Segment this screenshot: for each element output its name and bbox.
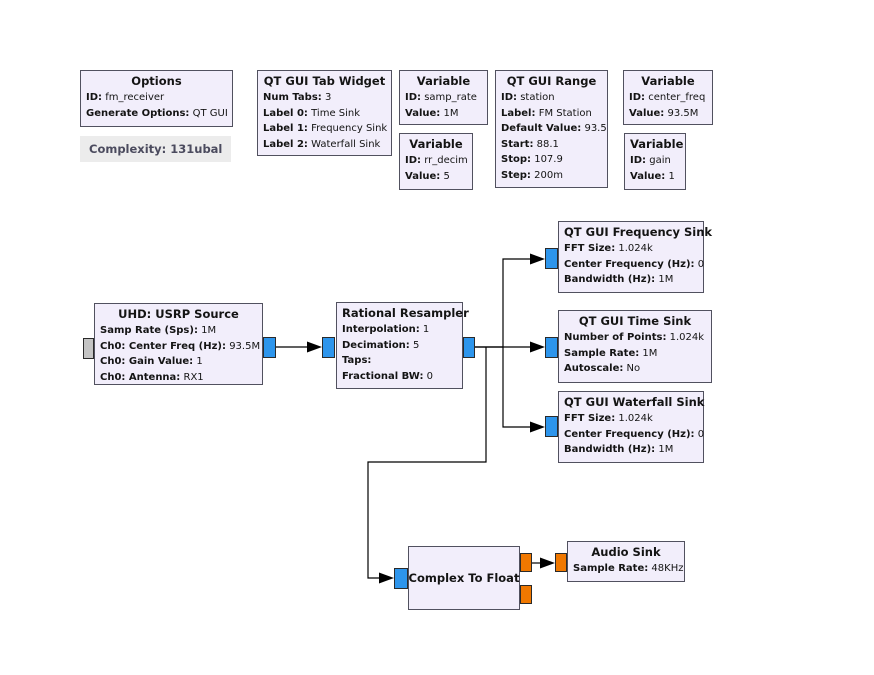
block-title: Variable [416, 74, 471, 88]
param-row: Ch0: Center Freq (Hz): 93.5M [100, 340, 261, 352]
usrp-output-port[interactable] [263, 337, 276, 358]
param-row: Samp Rate (Sps): 1M [100, 325, 217, 336]
param-row: Value: 93.5M [629, 107, 699, 119]
param-row: ID: rr_decim [405, 155, 468, 166]
param-row: FFT Size: 1.024k [564, 243, 653, 254]
wire-usrp-to-resampler[interactable] [276, 341, 322, 353]
param-row: Fractional BW: 0 [342, 370, 434, 382]
wire-resampler-to-time-sink[interactable] [475, 341, 545, 353]
block-title: Options [131, 74, 182, 88]
block-title: Variable [630, 137, 684, 151]
param-row: ID: fm_receiver [86, 92, 165, 103]
block-title: QT GUI Range [506, 74, 597, 88]
param-row: Label 2: Waterfall Sink [263, 138, 381, 150]
block-title: Variable [641, 74, 695, 88]
block-title: QT GUI Frequency Sink [564, 225, 713, 239]
block-title: Variable [409, 137, 463, 151]
param-row: Label 1: Frequency Sink [263, 123, 388, 134]
block-variable-rr-decim[interactable]: Variable ID: rr_decim Value: 5 [399, 133, 473, 190]
param-row: Center Frequency (Hz): 0 [564, 428, 705, 440]
param-row: Center Frequency (Hz): 0 [564, 258, 705, 270]
audio-sink-input-port[interactable] [555, 553, 567, 572]
param-row: Sample Rate: 1M [564, 347, 658, 359]
block-complex-to-float[interactable]: Complex To Float [408, 546, 520, 610]
resampler-output-port[interactable] [463, 337, 475, 358]
param-row: Label: FM Station [501, 107, 592, 119]
block-qt-gui-tab-widget[interactable]: QT GUI Tab Widget Num Tabs: 3 Label 0: T… [257, 70, 392, 156]
param-row: Number of Points: 1.024k [564, 332, 705, 343]
wire-resampler-to-frequency-sink[interactable] [475, 253, 545, 348]
complex-to-float-output-port-0[interactable] [520, 553, 532, 572]
param-row: Bandwidth (Hz): 1M [564, 274, 674, 285]
block-variable-gain[interactable]: Variable ID: gain Value: 1 [624, 133, 686, 190]
param-row: Start: 88.1 [501, 138, 559, 150]
param-row: Num Tabs: 3 [263, 92, 332, 103]
wire-complex-to-float-to-audio-sink[interactable] [532, 557, 555, 569]
param-row: Label 0: Time Sink [263, 107, 361, 119]
param-row: ID: samp_rate [405, 92, 477, 103]
param-row: ID: station [501, 92, 555, 103]
param-row: Taps: [342, 355, 372, 366]
param-row: Stop: 107.9 [501, 154, 563, 165]
wire-resampler-to-waterfall-sink[interactable] [502, 347, 545, 433]
block-title: Audio Sink [591, 545, 661, 559]
block-uhd-usrp-source[interactable]: UHD: USRP Source Samp Rate (Sps): 1M Ch0… [94, 303, 263, 385]
block-title: QT GUI Tab Widget [263, 74, 386, 88]
frequency-sink-input-port[interactable] [545, 248, 558, 269]
block-qt-gui-waterfall-sink[interactable]: QT GUI Waterfall Sink FFT Size: 1.024k C… [558, 391, 704, 463]
waterfall-sink-input-port[interactable] [545, 416, 558, 437]
param-row: Decimation: 5 [342, 339, 420, 351]
block-options[interactable]: Options ID: fm_receiver Generate Options… [80, 70, 233, 127]
block-qt-gui-range[interactable]: QT GUI Range ID: station Label: FM Stati… [495, 70, 608, 188]
block-title: Complex To Float [408, 571, 520, 585]
param-row: Value: 1M [405, 107, 459, 119]
param-row: FFT Size: 1.024k [564, 413, 653, 424]
complex-to-float-input-port[interactable] [394, 568, 408, 589]
block-qt-gui-frequency-sink[interactable]: QT GUI Frequency Sink FFT Size: 1.024k C… [558, 221, 713, 293]
complexity-badge: Complexity: 131ubal [80, 136, 232, 162]
resampler-input-port[interactable] [322, 337, 335, 358]
complex-to-float-output-port-1[interactable] [520, 585, 532, 604]
block-title: UHD: USRP Source [118, 307, 239, 321]
block-variable-samp-rate[interactable]: Variable ID: samp_rate Value: 1M [399, 70, 488, 125]
param-row: Generate Options: QT GUI [86, 107, 228, 119]
block-qt-gui-time-sink[interactable]: QT GUI Time Sink Number of Points: 1.024… [558, 310, 712, 383]
param-row: Interpolation: 1 [342, 324, 430, 335]
param-row: Bandwidth (Hz): 1M [564, 444, 674, 455]
usrp-command-message-port[interactable] [83, 338, 94, 359]
param-row: ID: gain [630, 155, 671, 166]
block-title: QT GUI Waterfall Sink [564, 395, 705, 409]
param-row: Ch0: Gain Value: 1 [100, 356, 203, 367]
block-audio-sink[interactable]: Audio Sink Sample Rate: 48KHz [567, 541, 685, 582]
param-row: Autoscale: No [564, 363, 641, 374]
param-row: Ch0: Antenna: RX1 [100, 371, 204, 383]
block-rational-resampler[interactable]: Rational Resampler Interpolation: 1 Deci… [336, 302, 469, 389]
block-title: Rational Resampler [342, 306, 469, 320]
param-row: Step: 200m [501, 169, 563, 181]
param-row: Value: 5 [405, 170, 450, 182]
block-title: QT GUI Time Sink [578, 314, 692, 328]
param-row: Value: 1 [630, 170, 675, 182]
time-sink-input-port[interactable] [545, 337, 558, 358]
param-row: Sample Rate: 48KHz [573, 563, 684, 574]
param-row: Default Value: 93.5 [501, 123, 607, 134]
block-variable-center-freq[interactable]: Variable ID: center_freq Value: 93.5M [623, 70, 713, 125]
param-row: ID: center_freq [629, 92, 706, 103]
